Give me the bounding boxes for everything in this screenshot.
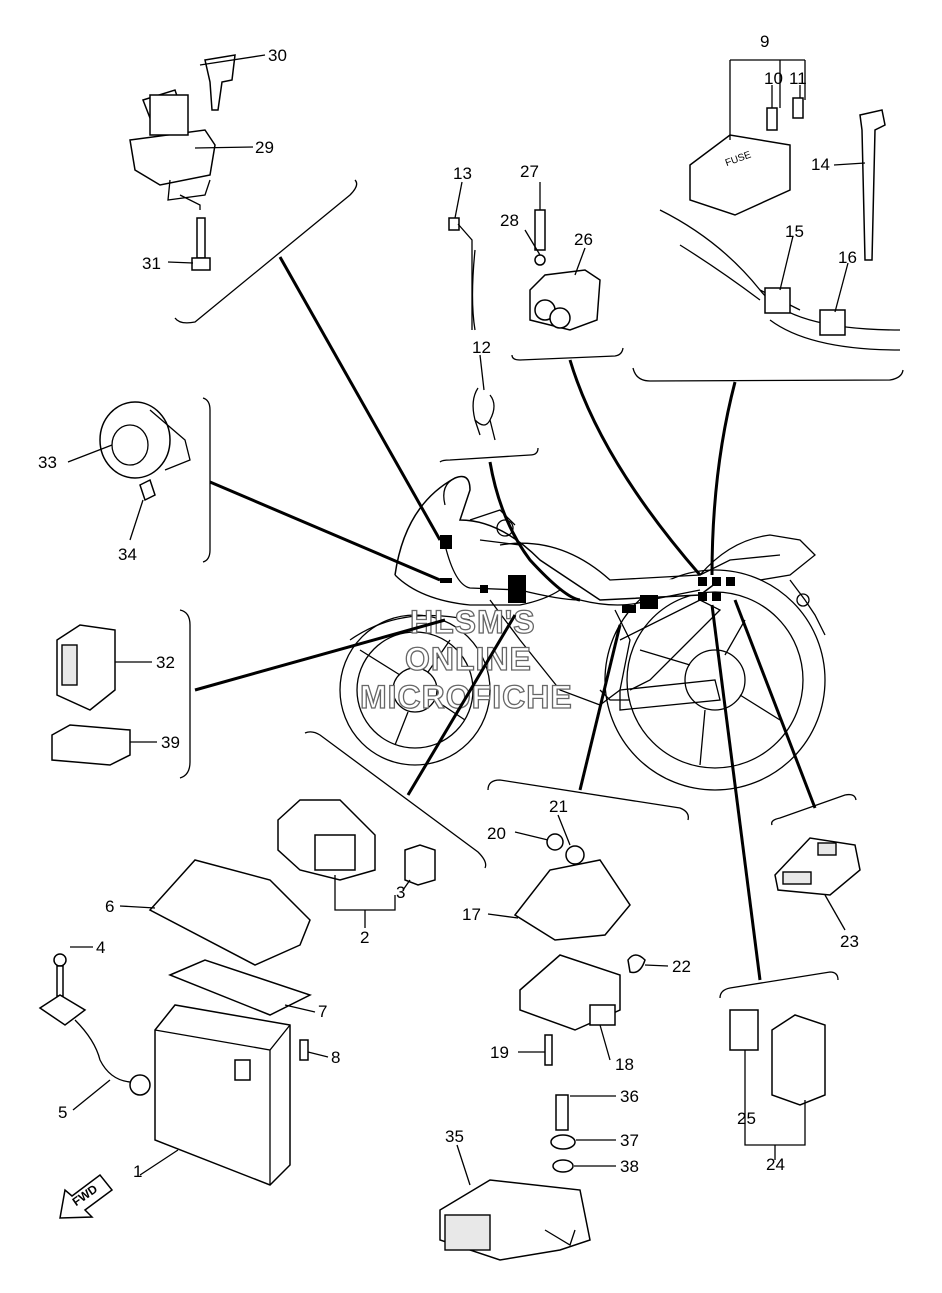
callout-1: 1	[133, 1162, 142, 1181]
callout-22: 22	[672, 957, 691, 976]
callout-7: 7	[318, 1002, 327, 1021]
cable-tie-clamp	[448, 181, 496, 441]
cdi-unit-group	[439, 1094, 616, 1261]
callout-32: 32	[156, 653, 175, 672]
callout-31: 31	[142, 254, 161, 273]
callout-29: 29	[255, 138, 274, 157]
flasher-relay-group	[51, 624, 157, 766]
callout-26: 26	[574, 230, 593, 249]
callout-14: 14	[811, 155, 830, 174]
watermark-line-1: HLSM'S	[410, 604, 536, 640]
callout-37: 37	[620, 1131, 639, 1150]
callout-38: 38	[620, 1157, 639, 1176]
battery-group	[38, 946, 329, 1186]
callout-34: 34	[118, 545, 137, 564]
group-brackets	[174, 179, 904, 999]
callout-33: 33	[38, 453, 57, 472]
fuse-box-group: FUSE	[659, 59, 901, 351]
callout-24: 24	[766, 1155, 785, 1174]
forward-arrow: FWD	[59, 1173, 114, 1219]
callout-35: 35	[445, 1127, 464, 1146]
relay-24-group	[729, 1009, 826, 1160]
callout-12: 12	[472, 338, 491, 357]
sensor-group	[524, 182, 601, 331]
callout-10: 10	[764, 69, 783, 88]
callout-labels: 1 2 3 4 5 6 7 8 9 10 11 12 13 14 15 16 1…	[38, 32, 859, 1181]
callout-36: 36	[620, 1087, 639, 1106]
callout-28: 28	[500, 211, 519, 230]
callout-13: 13	[453, 164, 472, 183]
relay-23-group	[774, 837, 861, 931]
callout-3: 3	[396, 883, 405, 902]
callout-17: 17	[462, 905, 481, 924]
callout-6: 6	[105, 897, 114, 916]
callout-20: 20	[487, 824, 506, 843]
callout-8: 8	[331, 1048, 340, 1067]
callout-25: 25	[737, 1109, 756, 1128]
callout-18: 18	[615, 1055, 634, 1074]
callout-11: 11	[789, 69, 807, 88]
callout-5: 5	[58, 1103, 67, 1122]
callout-19: 19	[490, 1043, 509, 1062]
callout-16: 16	[838, 248, 857, 267]
watermark: HLSM'S ONLINE MICROFICHE	[359, 603, 572, 715]
callout-27: 27	[520, 162, 539, 181]
callout-30: 30	[268, 46, 287, 65]
callout-39: 39	[161, 733, 180, 752]
horn-group	[67, 401, 191, 541]
ignition-switch-group	[129, 54, 266, 271]
callout-23: 23	[840, 932, 859, 951]
starter-relay-group	[119, 799, 436, 966]
callout-4: 4	[96, 938, 105, 957]
ecu-bracket-group	[487, 814, 669, 1066]
callout-21: 21	[549, 797, 568, 816]
callout-9: 9	[760, 32, 769, 51]
watermark-line-2: ONLINE	[405, 641, 532, 677]
callout-15: 15	[785, 222, 804, 241]
callout-2: 2	[360, 928, 369, 947]
